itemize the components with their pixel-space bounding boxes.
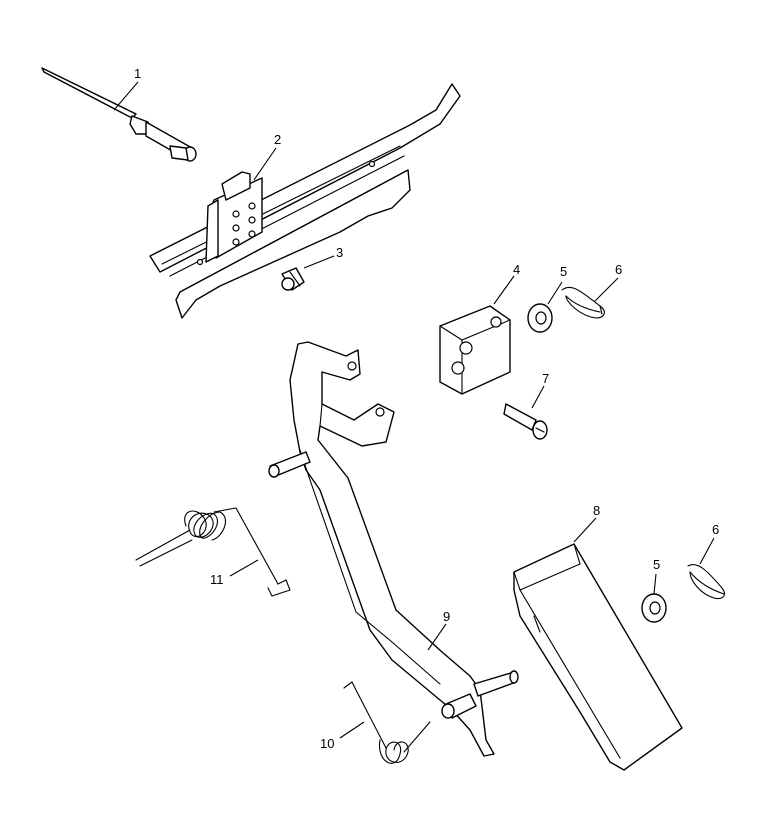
part-6-clip-lower — [687, 564, 725, 600]
callout-2: 2 — [274, 132, 281, 147]
callout-9: 9 — [443, 609, 450, 624]
callout-5-upper: 5 — [560, 264, 567, 279]
callout-10: 10 — [320, 736, 334, 751]
part-8-pedal-pad — [513, 543, 683, 771]
part-10-spring-small — [343, 681, 431, 764]
callout-5-lower: 5 — [653, 557, 660, 572]
callout-6-lower: 6 — [712, 522, 719, 537]
callouts: 1 2 3 4 5 6 7 8 6 5 9 11 10 — [134, 66, 719, 751]
callout-8: 8 — [593, 503, 600, 518]
callout-6-upper: 6 — [615, 262, 622, 277]
callout-3: 3 — [336, 245, 343, 260]
callout-1: 1 — [134, 66, 141, 81]
part-5-washer-lower — [641, 593, 667, 623]
leader-lines — [113, 81, 715, 739]
part-2-bracket-rail — [149, 83, 461, 319]
part-1-cable — [41, 67, 197, 162]
callout-11: 11 — [210, 572, 224, 587]
part-11-spring-large — [135, 507, 291, 597]
part-6-clip-upper — [561, 286, 605, 319]
callout-7: 7 — [542, 371, 549, 386]
callout-4: 4 — [513, 262, 520, 277]
part-5-washer-upper — [527, 303, 553, 333]
part-3-bolt — [281, 267, 305, 291]
part-9-pedal-lever — [268, 341, 519, 757]
part-7-screw — [503, 403, 548, 440]
part-4-pivot-block — [439, 305, 511, 395]
